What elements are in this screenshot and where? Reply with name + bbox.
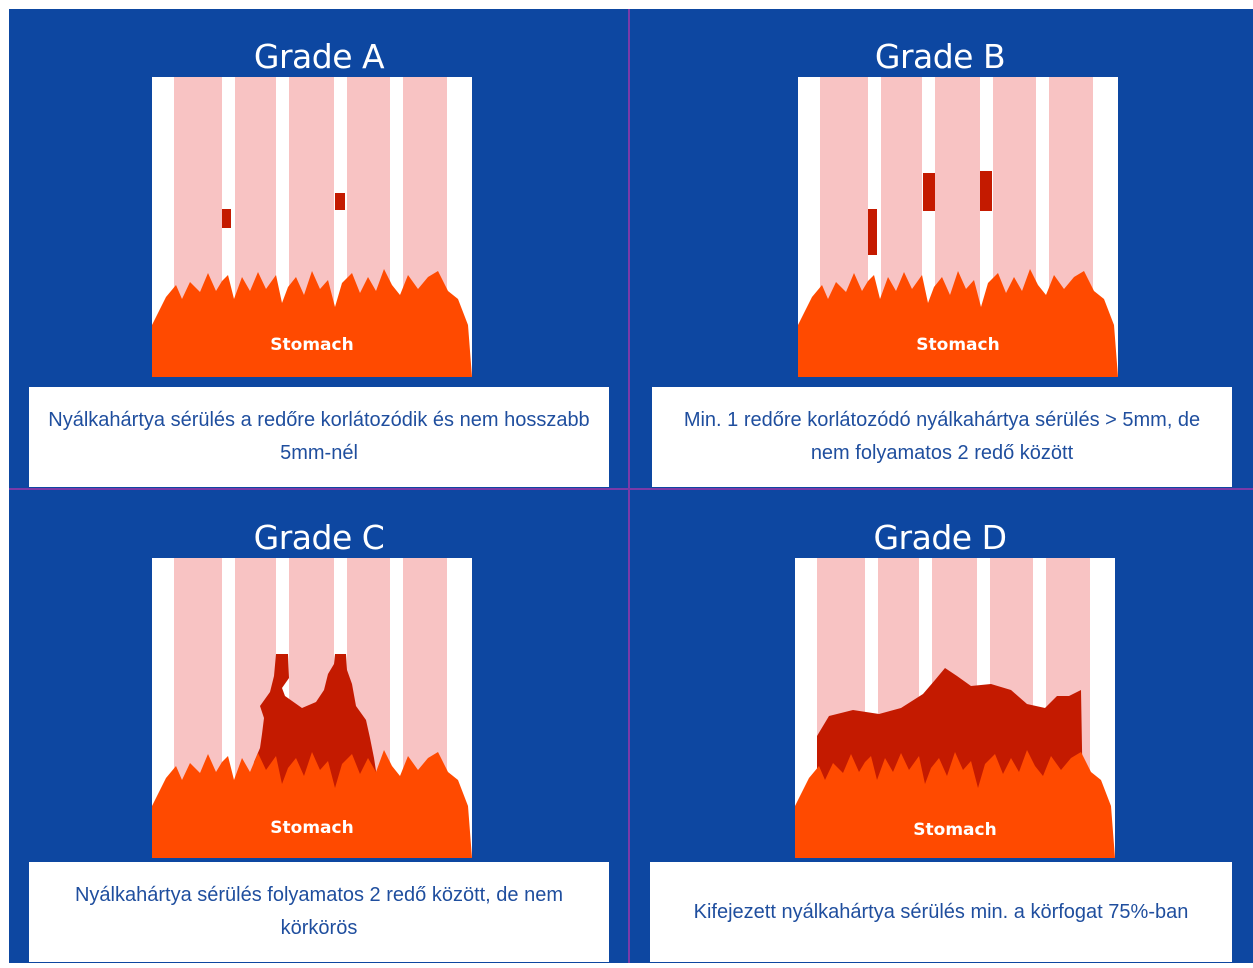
stomach-shape	[152, 269, 472, 377]
panel-divider-horizontal	[9, 488, 1253, 490]
grade-title: Grade D	[873, 518, 1007, 557]
stomach-label: Stomach	[916, 335, 999, 355]
esophagus-illustration: Stomach	[152, 77, 472, 377]
panel-grade-b: Grade B Stomach Min. 1 redőre korlátozód…	[630, 9, 1250, 487]
grade-caption: Min. 1 redőre korlátozódó nyálkahártya s…	[652, 387, 1232, 487]
grade-caption: Nyálkahártya sérülés folyamatos 2 redő k…	[29, 862, 609, 962]
panel-grade-c: Grade C Stomach Nyálkahártya sérülés fol…	[9, 490, 629, 968]
stomach-shape	[152, 750, 472, 858]
grade-title: Grade B	[874, 37, 1006, 76]
esophagus-illustration: Stomach	[798, 77, 1118, 377]
esophagus-illustration: Stomach	[795, 558, 1115, 858]
la-classification-board: Grade A Stomach Nyálkahártya sérülés a r…	[9, 9, 1253, 963]
panel-grade-a: Grade A Stomach Nyálkahártya sérülés a r…	[9, 9, 629, 487]
grade-caption: Kifejezett nyálkahártya sérülés min. a k…	[650, 862, 1232, 962]
stomach-label: Stomach	[270, 818, 353, 838]
grade-title: Grade C	[253, 518, 385, 557]
grade-caption: Nyálkahártya sérülés a redőre korlátozód…	[29, 387, 609, 487]
lesion	[923, 173, 935, 211]
lesion	[335, 193, 345, 210]
lesion	[222, 209, 231, 228]
esophagus-illustration: Stomach	[152, 558, 472, 858]
stomach-label: Stomach	[270, 335, 353, 355]
grade-title: Grade A	[253, 37, 385, 76]
lesion	[868, 209, 877, 255]
lesion	[980, 171, 992, 211]
stomach-shape	[795, 750, 1115, 858]
stomach-shape	[798, 269, 1118, 377]
stomach-label: Stomach	[913, 820, 996, 840]
panel-divider-vertical	[628, 9, 630, 963]
panel-grade-d: Grade D Stomach Kifejezett nyálkahártya …	[630, 490, 1250, 968]
